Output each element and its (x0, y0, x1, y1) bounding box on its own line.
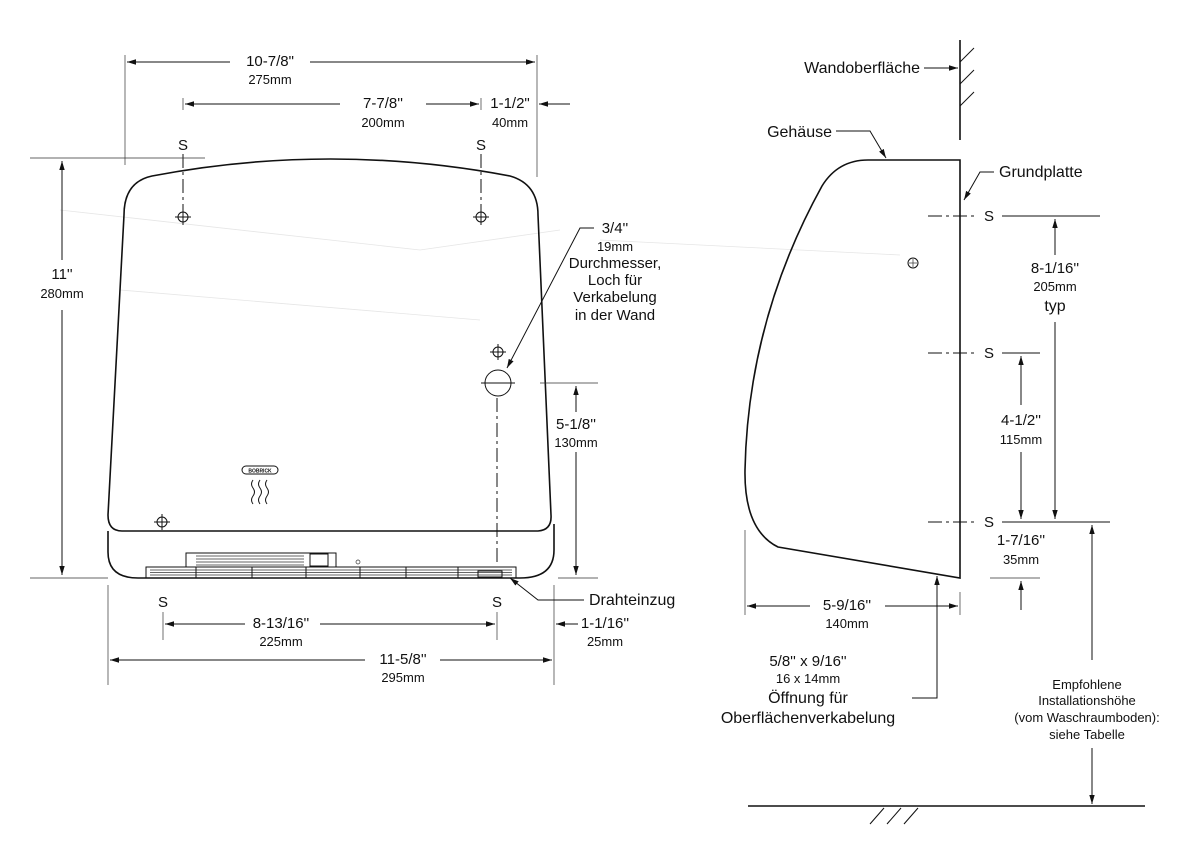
side-s-marker-bottom: S (984, 514, 994, 531)
dim-right-offset-inch: 1-1/2" (490, 95, 530, 112)
wire-inlet-box (477, 570, 503, 578)
dim-top-width-mm: 275mm (248, 72, 291, 87)
base-plate-label: Grundplatte (999, 164, 1083, 181)
ghost-marks (59, 209, 901, 321)
side-s-marker-mid: S (984, 345, 994, 362)
drahteinzug-label: Drahteinzug (589, 592, 675, 609)
opening-note-line1: Öffnung für (768, 689, 848, 707)
vent-slots (150, 567, 512, 578)
side-housing-outline (744, 159, 961, 579)
wall-hole-note-6: in der Wand (575, 307, 655, 324)
dim-hole-height-mm: 130mm (554, 435, 597, 450)
s-marker-top-left: S (178, 137, 188, 154)
install-note-3: (vom Waschraumboden): (1014, 710, 1159, 725)
wall-hole-note-5: Verkabelung (573, 289, 656, 306)
install-note-2: Installationshöhe (1038, 693, 1136, 708)
dim-side-bottom-mm: 35mm (1003, 552, 1039, 567)
dim-screw-spacing-inch: 7-7/8'' (363, 95, 403, 112)
upper-vent-slots (196, 553, 329, 567)
wall-hole-note-2: 19mm (597, 239, 633, 254)
dim-side-mid-inch: 4-1/2'' (1001, 412, 1041, 429)
dim-side-mid-mm: 115mm (1000, 432, 1042, 447)
dim-bottom-offset-mm: 25mm (587, 634, 623, 649)
dim-side-bottom-inch: 1-7/16'' (997, 532, 1045, 549)
screw-hole-right-mid (490, 344, 506, 360)
install-note-4: siehe Tabelle (1049, 727, 1125, 742)
wall-hole-note-1: 3/4'' (602, 220, 629, 237)
side-s-marker-top: S (984, 208, 994, 225)
dim-height-inch: 11'' (51, 266, 72, 283)
front-upper-vent (185, 552, 337, 568)
s-marker-bottom-right: S (492, 594, 502, 611)
dim-side-spacing-mm: 205mm (1033, 279, 1076, 294)
screw-hole-bottom-left (154, 514, 170, 530)
front-view: BOBRICK (30, 53, 675, 685)
dim-bottom-offset-inch: 1-1/16'' (581, 615, 629, 632)
opening-note-inch: 5/8'' x 9/16'' (769, 653, 846, 670)
wall-hatch (959, 47, 975, 107)
wall-wiring-hole (481, 369, 515, 397)
dim-overall-width-inch: 11-5/8'' (379, 651, 426, 668)
s-marker-top-right: S (476, 137, 486, 154)
front-housing-outline (107, 158, 552, 532)
dim-height-mm: 280mm (40, 286, 83, 301)
side-view: Wandoberfläche Gehäuse Grundplatte S S S… (721, 40, 1160, 825)
opening-note-mm: 16 x 14mm (776, 671, 840, 686)
wall-surface-label: Wandoberfläche (804, 60, 920, 77)
wall-hole-note-3: Durchmesser, (569, 255, 662, 272)
dim-side-spacing-inch: 8-1/16'' (1031, 260, 1079, 277)
dim-bottom-screws-inch: 8-13/16'' (253, 615, 310, 632)
svg-text:BOBRICK: BOBRICK (248, 469, 272, 475)
dim-bottom-screws-mm: 225mm (259, 634, 302, 649)
s-marker-bottom-left: S (158, 594, 168, 611)
dim-side-spacing-typ: typ (1044, 298, 1065, 315)
dim-side-depth-mm: 140mm (825, 616, 868, 631)
heat-wave-icon (251, 479, 269, 505)
dim-right-offset-mm: 40mm (492, 115, 528, 130)
dim-top-width-inch: 10-7/8" (246, 53, 294, 70)
brand-logo: BOBRICK (241, 465, 279, 475)
housing-label: Gehäuse (767, 124, 832, 141)
front-sensor (355, 559, 361, 565)
dim-side-depth-inch: 5-9/16'' (823, 597, 871, 614)
floor-hatch (869, 807, 919, 825)
install-note-1: Empfohlene (1052, 677, 1121, 692)
opening-note-line2: Oberflächenverkabelung (721, 710, 895, 727)
wall-hole-note-4: Loch für (588, 272, 642, 289)
side-screw (907, 257, 919, 269)
dim-overall-width-mm: 295mm (381, 670, 424, 685)
dim-screw-spacing-mm: 200mm (361, 115, 404, 130)
dim-hole-height-inch: 5-1/8'' (556, 416, 596, 433)
